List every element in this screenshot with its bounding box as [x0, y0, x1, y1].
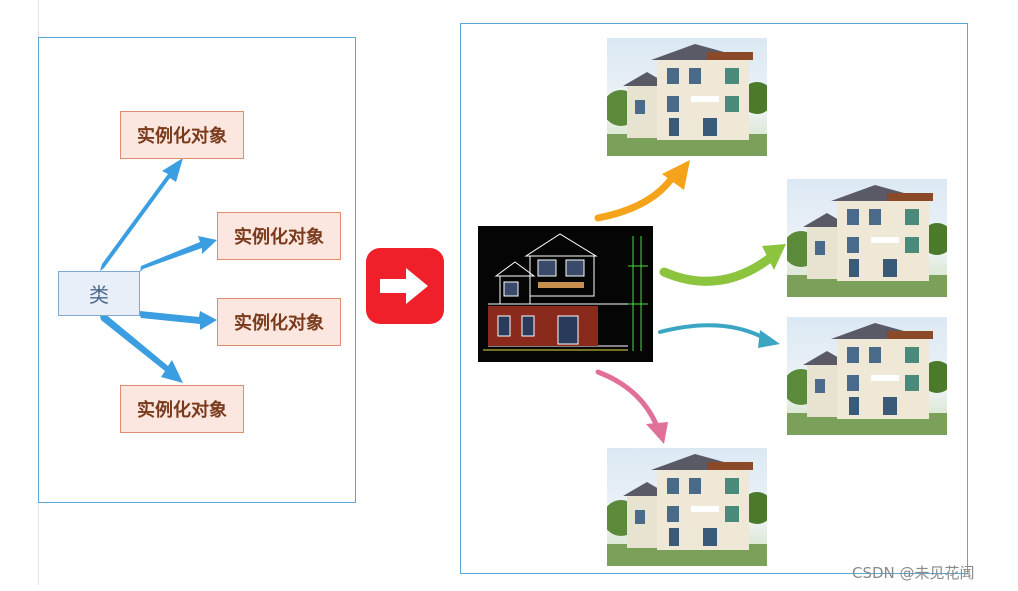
house-photo-1 [607, 38, 767, 156]
object-node-1: 实例化对象 [120, 111, 244, 159]
blueprint-image [478, 226, 653, 362]
pink-arrow [595, 369, 659, 427]
house-photo-3 [787, 317, 947, 435]
house-photo-4 [607, 448, 767, 566]
right-arrow-icon [380, 268, 428, 304]
arrow-to-object-4 [100, 313, 183, 383]
teal-arrow [658, 323, 766, 340]
class-node: 类 [58, 271, 140, 316]
object-node-3: 实例化对象 [217, 298, 341, 346]
object-node-2: 实例化对象 [217, 212, 341, 260]
green-arrow [659, 253, 775, 286]
arrow-to-object-2 [140, 236, 217, 272]
transform-arrow [366, 248, 444, 324]
object-node-4: 实例化对象 [120, 385, 244, 433]
watermark: CSDN @未见花闻 [852, 564, 975, 582]
arrow-to-object-3 [140, 311, 217, 330]
orange-arrow [594, 174, 676, 222]
house-photo-2 [787, 179, 947, 297]
arrow-to-object-1 [100, 158, 183, 271]
